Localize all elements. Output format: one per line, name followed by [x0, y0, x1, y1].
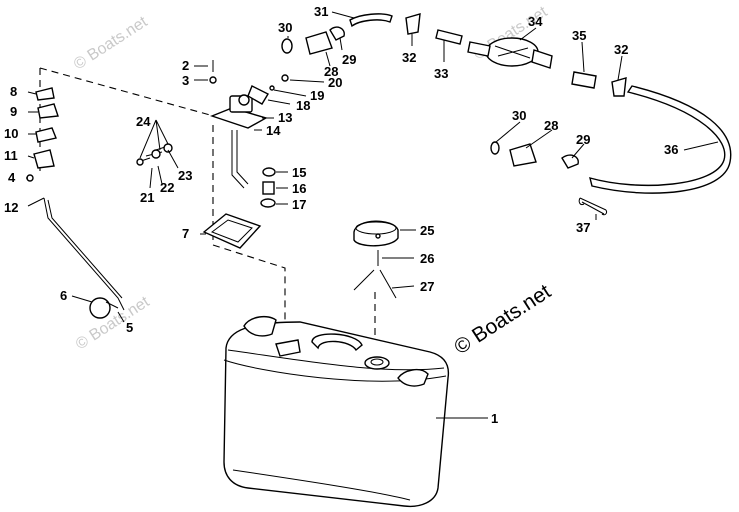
- part-29-top: [329, 26, 345, 41]
- label-20: 20: [328, 75, 342, 90]
- label-28: 28: [324, 64, 338, 79]
- hose: [589, 85, 732, 194]
- label-19: 19: [310, 88, 324, 103]
- label-28-right: 28: [544, 118, 558, 133]
- part-30-top: [281, 38, 293, 54]
- label-4: 4: [8, 170, 16, 185]
- label-25: 25: [420, 223, 434, 238]
- label-22: 22: [160, 180, 174, 195]
- label-37: 37: [576, 220, 590, 235]
- fuel-tank: [223, 315, 450, 508]
- label-8: 8: [10, 84, 17, 99]
- label-12: 12: [4, 200, 18, 215]
- label-3: 3: [182, 73, 189, 88]
- label-32-right: 32: [614, 42, 628, 57]
- watermark-mid-left: © Boats.net: [73, 293, 153, 353]
- label-21: 21: [140, 190, 154, 205]
- part-27-chain: [353, 269, 397, 299]
- part-28-top: [305, 31, 333, 55]
- label-30: 30: [278, 20, 292, 35]
- label-29: 29: [342, 52, 356, 67]
- label-13: 13: [278, 110, 292, 125]
- label-36: 36: [664, 142, 678, 157]
- label-24: 24: [136, 114, 151, 129]
- part-21-23: [136, 143, 173, 166]
- part-16-spring: [262, 181, 275, 195]
- part-35: [571, 71, 597, 89]
- gauge-assembly: [209, 94, 268, 189]
- part-19: [269, 85, 275, 91]
- label-14: 14: [266, 123, 281, 138]
- label-29-right: 29: [576, 132, 590, 147]
- leader-lines: [26, 11, 719, 419]
- label-27: 27: [420, 279, 434, 294]
- part-18: [247, 85, 269, 105]
- part-28-right: [509, 143, 537, 167]
- part-32-right: [611, 77, 627, 97]
- part-15: [262, 167, 276, 177]
- part-37-spring: [578, 197, 607, 216]
- label-10: 10: [4, 126, 18, 141]
- part-9: [37, 103, 59, 119]
- part-30-right: [490, 141, 500, 155]
- label-30-right: 30: [512, 108, 526, 123]
- filler-cap: [353, 220, 399, 247]
- label-26: 26: [420, 251, 434, 266]
- part-33: [435, 29, 463, 45]
- label-17: 17: [292, 197, 306, 212]
- label-18: 18: [296, 98, 310, 113]
- assembly-line-center: [212, 125, 286, 335]
- label-2: 2: [182, 58, 189, 73]
- primer-bulb: [467, 37, 553, 69]
- label-7: 7: [182, 226, 189, 241]
- part-3: [209, 76, 217, 84]
- label-16: 16: [292, 181, 306, 196]
- part-20: [281, 74, 289, 82]
- watermark-top-left: © Boats.net: [71, 13, 151, 73]
- label-5: 5: [126, 320, 133, 335]
- label-6: 6: [60, 288, 67, 303]
- label-1: 1: [491, 411, 498, 426]
- copyright-label: © Boats.net: [450, 280, 555, 359]
- part-31-hose: [349, 13, 393, 28]
- assembly-line-left: [39, 67, 211, 116]
- label-35: 35: [572, 28, 586, 43]
- label-23: 23: [178, 168, 192, 183]
- part-10: [35, 127, 57, 143]
- label-31: 31: [314, 4, 328, 19]
- label-34: 34: [528, 14, 543, 29]
- label-9: 9: [10, 104, 17, 119]
- part-12-rod: [43, 197, 125, 311]
- label-32: 32: [402, 50, 416, 65]
- gasket: [202, 213, 262, 249]
- label-15: 15: [292, 165, 306, 180]
- part-8: [35, 87, 55, 101]
- label-11: 11: [4, 148, 18, 163]
- part-29-right: [561, 154, 579, 169]
- part-32-top: [405, 13, 421, 35]
- part-17: [260, 198, 276, 208]
- label-33: 33: [434, 66, 448, 81]
- part-11: [33, 149, 55, 169]
- float: [89, 297, 111, 319]
